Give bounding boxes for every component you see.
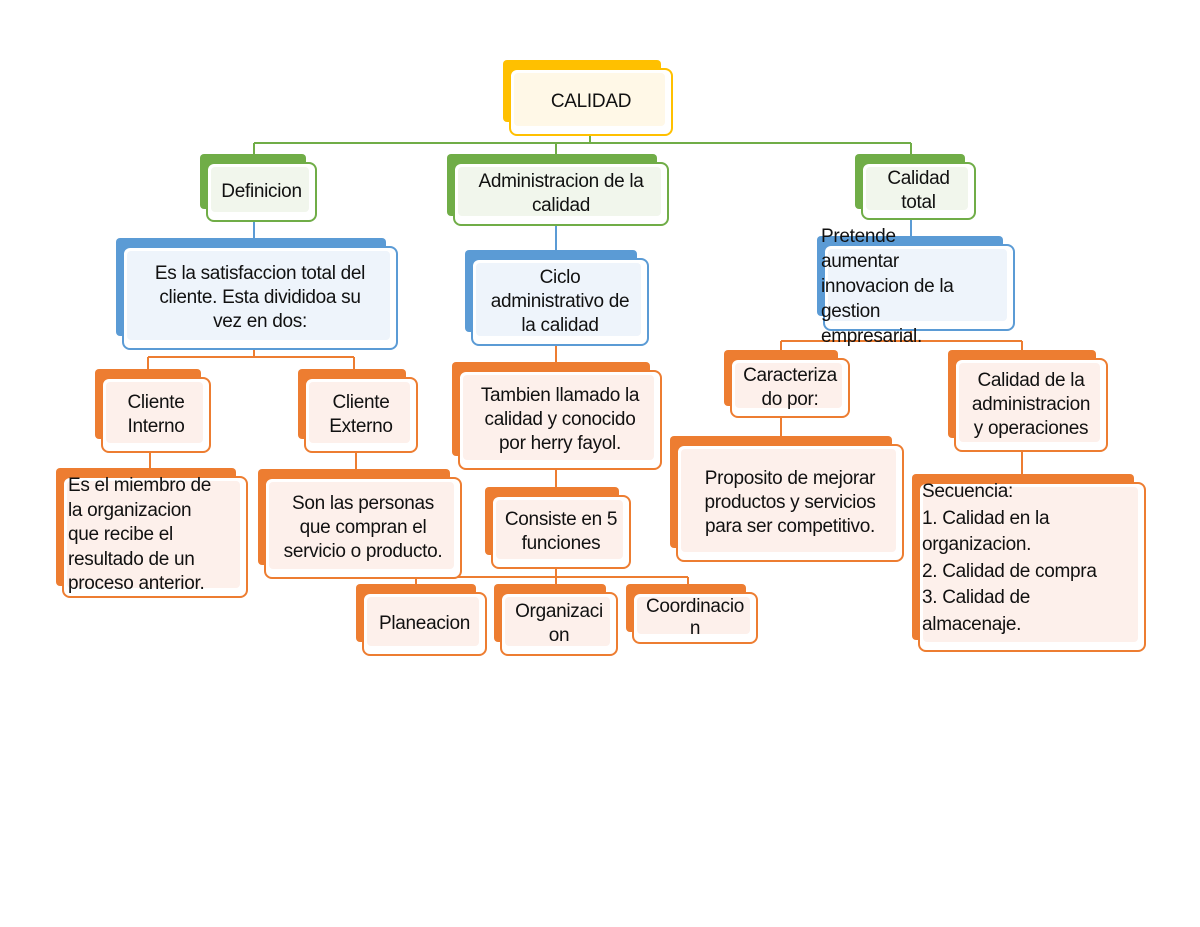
node-fill (269, 482, 454, 569)
node-calidad-total-description: Pretende aumentar innovacion de la gesti… (817, 226, 1015, 347)
node-functions-title: Consiste en 5 funciones (485, 487, 631, 569)
node-secuencia: Secuencia: 1. Calidad en la organizacion… (912, 474, 1146, 652)
node-cliente-externo-detail: Son las personas que compran el servicio… (258, 469, 462, 579)
node-fill (106, 382, 203, 443)
node-admin-note: Tambien llamado la calidad y conocido po… (452, 362, 662, 470)
node-box: Cliente Externo (304, 377, 418, 453)
node-fill (828, 249, 1007, 321)
node-fill (923, 487, 1138, 642)
admin-note: Tambien llamado la calidad y conocido po… (480, 385, 640, 454)
node-fill (681, 449, 896, 552)
node-fill (458, 167, 661, 216)
node-box: Caracteriza do por: (730, 358, 850, 418)
node-fill (211, 167, 309, 212)
ciclo-administrativo-label: Ciclo administrativo de la calidad (490, 267, 630, 336)
node-fill (367, 597, 479, 646)
cliente-interno-detail: Es el miembro de la organizacion que rec… (68, 475, 212, 594)
caracterizado-label: Caracteriza do por: (743, 365, 837, 410)
node-fill (67, 481, 240, 588)
function-label: Organizaci on (515, 601, 603, 646)
node-proposito: Proposito de mejorar productos y servici… (670, 436, 904, 562)
node-box: Ciclo administrativo de la calidad (471, 258, 649, 346)
cliente-externo-detail: Son las personas que compran el servicio… (283, 493, 443, 562)
node-fill (735, 363, 842, 408)
node-function-coordinacion: Coordinacio n (626, 584, 758, 644)
node-calidad: CALIDAD (503, 60, 673, 136)
administracion-label: Administracion de la calidad (478, 171, 644, 216)
node-box: Es la satisfaccion total del cliente. Es… (122, 246, 398, 350)
node-cliente-externo: Cliente Externo (298, 369, 418, 453)
node-box (918, 482, 1146, 652)
node-fill (309, 382, 410, 443)
node-cliente-interno: Cliente Interno (95, 369, 211, 453)
function-label: Coordinacio n (645, 596, 745, 639)
node-box: Organizaci on (500, 592, 618, 656)
node-caracterizado: Caracteriza do por: (724, 350, 850, 418)
root-label: CALIDAD (550, 91, 632, 112)
functions-title: Consiste en 5 funciones (504, 509, 618, 554)
node-box: Son las personas que compran el servicio… (264, 477, 462, 579)
calidad-total-label: Calidad total (887, 168, 950, 213)
calidad-administracion-label: Calidad de la administracion y operacion… (971, 370, 1091, 439)
node-box (62, 476, 248, 598)
cliente-externo-label: Cliente Externo (329, 392, 393, 437)
node-box: Consiste en 5 funciones (491, 495, 631, 569)
node-box: Planeacion (362, 592, 487, 656)
definicion-label: Definicion (221, 181, 302, 202)
node-definicion-description: Es la satisfaccion total del cliente. Es… (116, 238, 398, 350)
node-fill (637, 597, 750, 634)
node-fill (127, 251, 390, 340)
node-box: Administracion de la calidad (453, 162, 669, 226)
calidad-total-description: Pretende aumentar innovacion de la gesti… (821, 226, 954, 347)
node-box: CALIDAD (509, 68, 673, 136)
node-function-organizacion: Organizaci on (494, 584, 618, 656)
secuencia-detail: Secuencia: 1. Calidad en la organizacion… (922, 481, 1097, 635)
node-box: Definicion (206, 162, 317, 222)
node-fill (959, 363, 1100, 442)
cliente-interno-label: Cliente Interno (127, 392, 185, 437)
node-fill (476, 263, 641, 336)
function-label: Planeacion (378, 613, 471, 634)
node-fill (496, 500, 623, 559)
node-box: Cliente Interno (101, 377, 211, 453)
node-fill (463, 375, 654, 460)
node-fill (505, 597, 610, 646)
node-box (823, 244, 1015, 331)
node-box: Tambien llamado la calidad y conocido po… (458, 370, 662, 470)
node-definicion: Definicion (200, 154, 317, 222)
node-cliente-interno-detail: Es el miembro de la organizacion que rec… (56, 468, 248, 598)
node-box: Calidad de la administracion y operacion… (954, 358, 1108, 452)
node-box: Proposito de mejorar productos y servici… (676, 444, 904, 562)
node-ciclo-administrativo: Ciclo administrativo de la calidad (465, 250, 649, 346)
node-fill (514, 73, 665, 126)
node-fill (866, 167, 968, 210)
node-administracion: Administracion de la calidad (447, 154, 669, 226)
node-calidad-administracion: Calidad de la administracion y operacion… (948, 350, 1108, 452)
node-function-planeacion: Planeacion (356, 584, 487, 656)
node-box: Coordinacio n (632, 592, 758, 644)
node-calidad-total: Calidad total (855, 154, 976, 220)
node-box: Calidad total (861, 162, 976, 220)
proposito-detail: Proposito de mejorar productos y servici… (704, 468, 876, 537)
definicion-description: Es la satisfaccion total del cliente. Es… (154, 263, 366, 332)
